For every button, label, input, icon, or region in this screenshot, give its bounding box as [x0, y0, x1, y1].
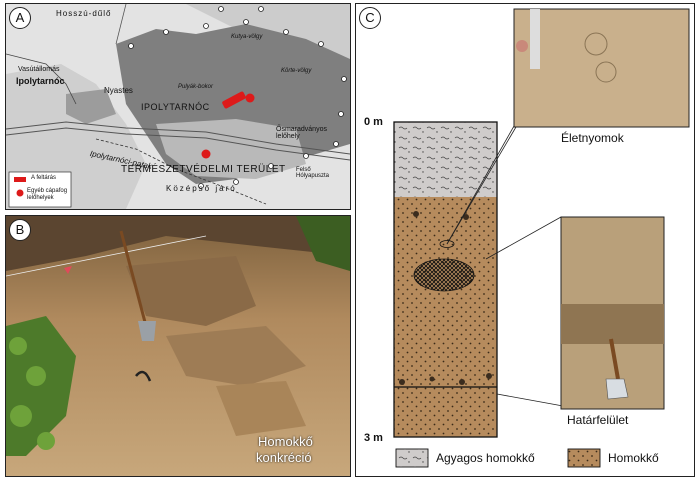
- place-hosszu-dulo: Hosszú-dűlő: [56, 9, 112, 18]
- legend-capafog-label: Egyéb cápafog lelőhelyek: [27, 188, 68, 201]
- legend-feltaras-label: A feltárás: [31, 175, 57, 181]
- panel-b-photo: Homokkő konkréció B: [5, 215, 351, 477]
- legend-clayey-sandstone: Agyagos homokkő: [436, 451, 535, 465]
- place-kozepso-jaro: Középső járó: [166, 184, 237, 193]
- place-ipolytarnoc-park: IPOLYTARNÓC: [141, 102, 210, 112]
- photo-caption-line1: Homokkő: [258, 434, 313, 449]
- place-vasutallomas: Vasútállomás: [18, 66, 60, 73]
- place-felso-holyapuszta: Felső Hólyapuszta: [296, 167, 330, 179]
- photo-top-label: Életnyomok: [561, 131, 624, 145]
- place-pulyak-bokor: Pulyák-bokor: [178, 84, 214, 90]
- place-kutya-volgy: Kutya-völgy: [231, 34, 263, 40]
- stratigraphic-column: [393, 8, 690, 468]
- panel-a-label: A: [9, 7, 31, 29]
- place-korte-volgy: Körte-völgy: [281, 68, 312, 74]
- site-map: [6, 4, 350, 209]
- outcrop-photo: [6, 216, 350, 476]
- legend-sandstone: Homokkő: [608, 451, 659, 465]
- photo-caption-line2: konkréció: [256, 450, 312, 465]
- panel-c-section: C 0 m 3 m Életnyomok Határfelület Agyago…: [355, 3, 695, 477]
- depth-label-bottom: 3 m: [364, 432, 383, 444]
- panel-a-map: Hosszú-dűlő Vasútállomás Ipolytarnóc Pul…: [5, 3, 351, 210]
- panel-b-label: B: [9, 219, 31, 241]
- place-osmaradvanyos: Ősmaradványos lelőhely: [276, 126, 327, 140]
- depth-label-top: 0 m: [364, 116, 383, 128]
- panel-c-label: C: [359, 7, 381, 29]
- photo-bottom-label: Határfelület: [567, 413, 629, 427]
- place-ipolytarnoc-town: Ipolytarnóc: [16, 76, 65, 86]
- place-nyastes: Nyastes: [104, 86, 133, 95]
- place-termeszetvedelmi-terulet: TERMÉSZETVÉDELMI TERÜLET: [121, 164, 286, 175]
